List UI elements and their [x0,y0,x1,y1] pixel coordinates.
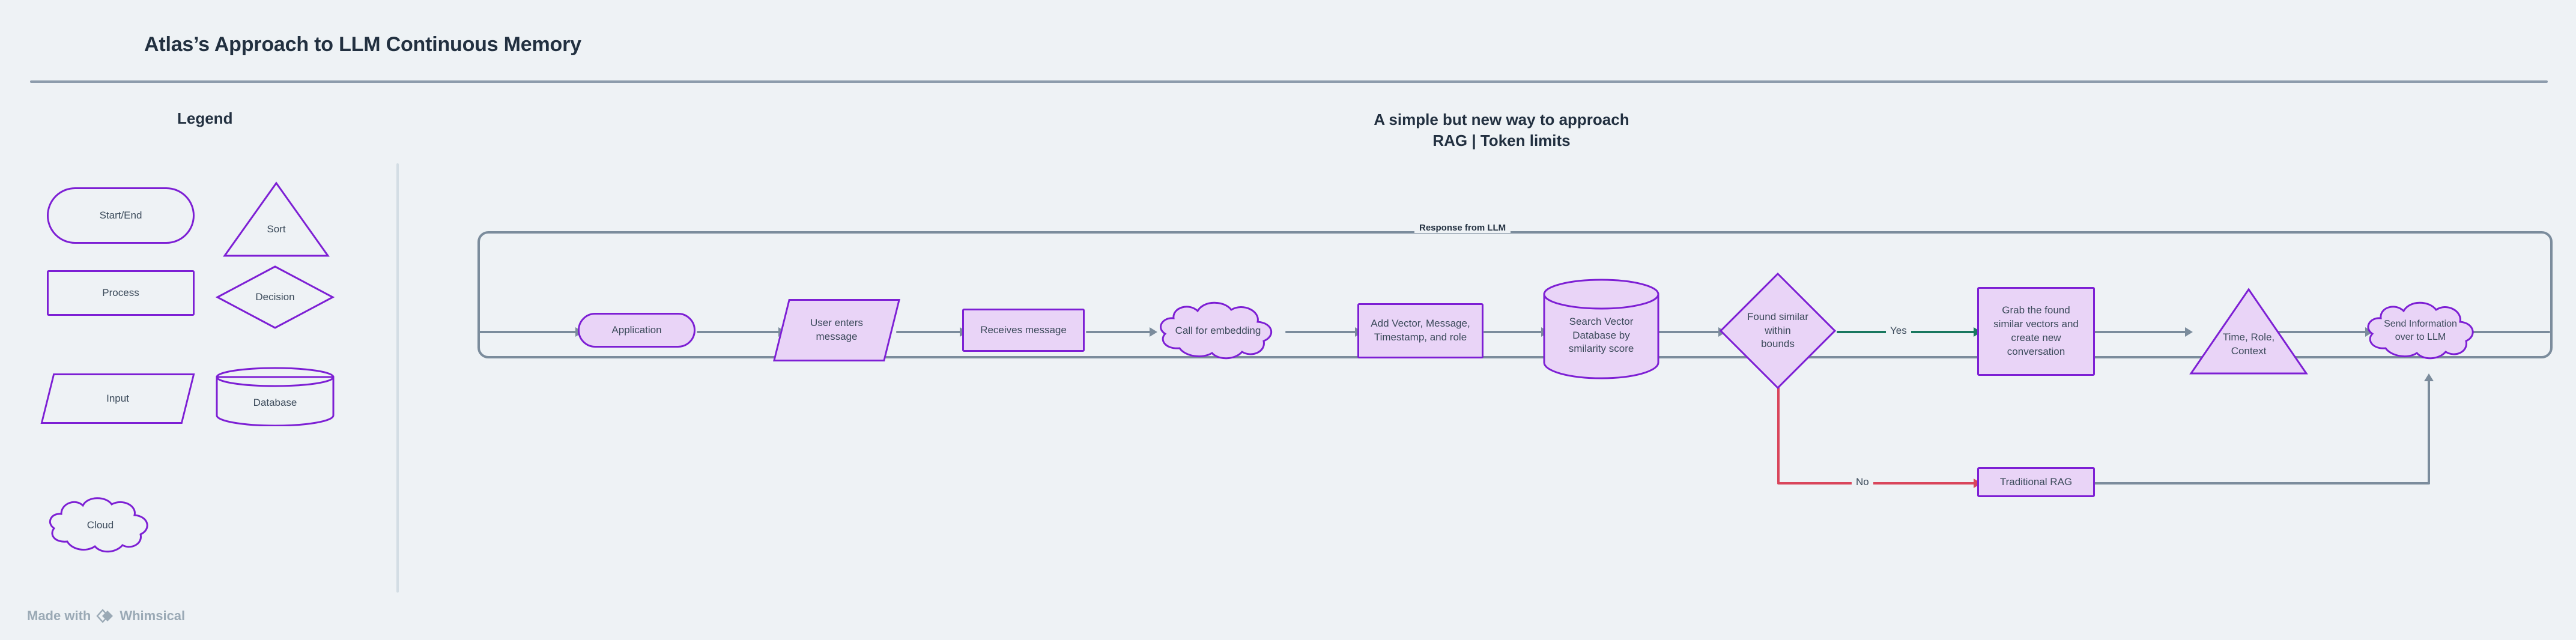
node-label-grab-vectors: Grab the found similar vectors and creat… [1993,304,2079,357]
legend-item-cloud: Cloud [43,492,157,558]
edge-label-no: No [1852,476,1873,488]
diagram-title: A simple but new way to approach RAG | T… [1285,109,1718,151]
whimsical-logo-icon [96,609,114,623]
connector-embedding-to-add-vector [1285,331,1357,333]
diamond-icon [1719,272,1837,390]
node-label-add-vector: Add Vector, Message, Timestamp, and role [1371,318,1470,343]
legend-label-decision: Decision [255,291,295,303]
connector-receives-to-embedding [1086,331,1152,333]
cloud-icon [1160,301,1273,360]
connector-riser-to-send-llm [2428,378,2430,483]
node-traditional-rag[interactable]: Traditional RAG [1977,467,2095,497]
diagram-title-line1: A simple but new way to approach [1374,110,1629,128]
node-decision-found-similar[interactable]: Found similar within bounds [1718,271,1837,390]
diagram-title-line2: RAG | Token limits [1432,131,1571,150]
node-grab-vectors[interactable]: Grab the found similar vectors and creat… [1977,287,2095,376]
cloud-icon [2367,301,2474,360]
connector-search-db-to-decision [1658,331,1721,333]
diamond-icon [215,265,335,329]
cloud-icon [49,497,148,553]
made-with-whimsical-footer[interactable]: Made with Whimsical [27,608,185,624]
node-search-vector-db[interactable]: Search Vector Database by smilarity scor… [1542,277,1660,379]
connector-decision-no-horizontal [1777,482,1977,485]
legend-label-database: Database [253,397,297,409]
legend-item-start-end: Start/End [47,187,195,244]
response-loop-label: Response from LLM [1414,223,1511,233]
connector-send-llm-to-loop [2447,331,2550,333]
node-label-time-role-context: Time, Role, Context [2222,331,2275,357]
header-divider [30,80,2548,83]
legend-label-sort: Sort [267,223,286,235]
response-loop-container [477,231,2553,358]
node-time-role-context[interactable]: Time, Role, Context [2189,287,2309,376]
connector-loop-to-application [479,331,578,333]
legend-item-database: Database [215,366,335,426]
node-label-traditional-rag: Traditional RAG [1999,475,2073,488]
node-user-input[interactable]: User enters message [773,299,900,361]
connector-grab-vectors-to-time-role [2079,331,2187,333]
node-send-information-to-llm[interactable]: Send Information over to LLM [2360,298,2481,364]
node-label-decision-found-similar: Found similar within bounds [1747,310,1809,350]
node-label-user-input: User enters message [810,317,863,342]
node-label-send-information-to-llm: Send Information over to LLM [2384,319,2457,342]
legend-label-input: Input [106,393,129,405]
connector-decision-no-vertical [1777,378,1780,483]
node-label-call-for-embedding: Call for embedding [1175,324,1261,336]
node-call-for-embedding[interactable]: Call for embedding [1152,298,1284,364]
triangle-icon [2189,288,2308,375]
legend-item-input: Input [40,373,195,424]
cylinder-icon [216,367,335,426]
node-add-vector[interactable]: Add Vector, Message, Timestamp, and role [1357,303,1483,358]
legend-item-decision: Decision [215,264,335,330]
footer-brand-label: Whimsical [120,608,186,623]
triangle-icon [223,181,330,257]
node-receives-message[interactable]: Receives message [962,309,1085,352]
connector-application-to-user-input [697,331,781,333]
legend-item-process: Process [47,270,195,316]
legend-vertical-divider [396,163,399,593]
footer-made-with-label: Made with [27,608,91,623]
connector-add-vector-to-search-db [1483,331,1544,333]
arrowhead-to-time-role [2185,327,2193,337]
legend-label-start-end: Start/End [99,210,142,222]
connector-traditional-rag-to-riser [2079,482,2430,485]
legend-title: Legend [177,109,233,127]
arrowhead-to-embedding [1150,327,1157,337]
connector-time-role-to-send-llm [2265,331,2368,333]
edge-label-yes: Yes [1886,325,1911,337]
legend-item-sort: Sort [222,180,330,258]
page-title: Atlas’s Approach to LLM Continuous Memor… [144,33,581,56]
node-label-receives-message: Receives message [980,324,1067,336]
legend-label-cloud: Cloud [86,519,114,531]
node-label-application: Application [611,324,662,336]
legend-label-process: Process [102,287,139,299]
node-label-search-vector-db: Search Vector Database by smilarity scor… [1568,315,1634,355]
connector-user-input-to-receives [896,331,962,333]
node-application[interactable]: Application [578,313,696,348]
cylinder-icon [1543,279,1659,379]
arrowhead-up-to-send-llm [2424,373,2434,381]
